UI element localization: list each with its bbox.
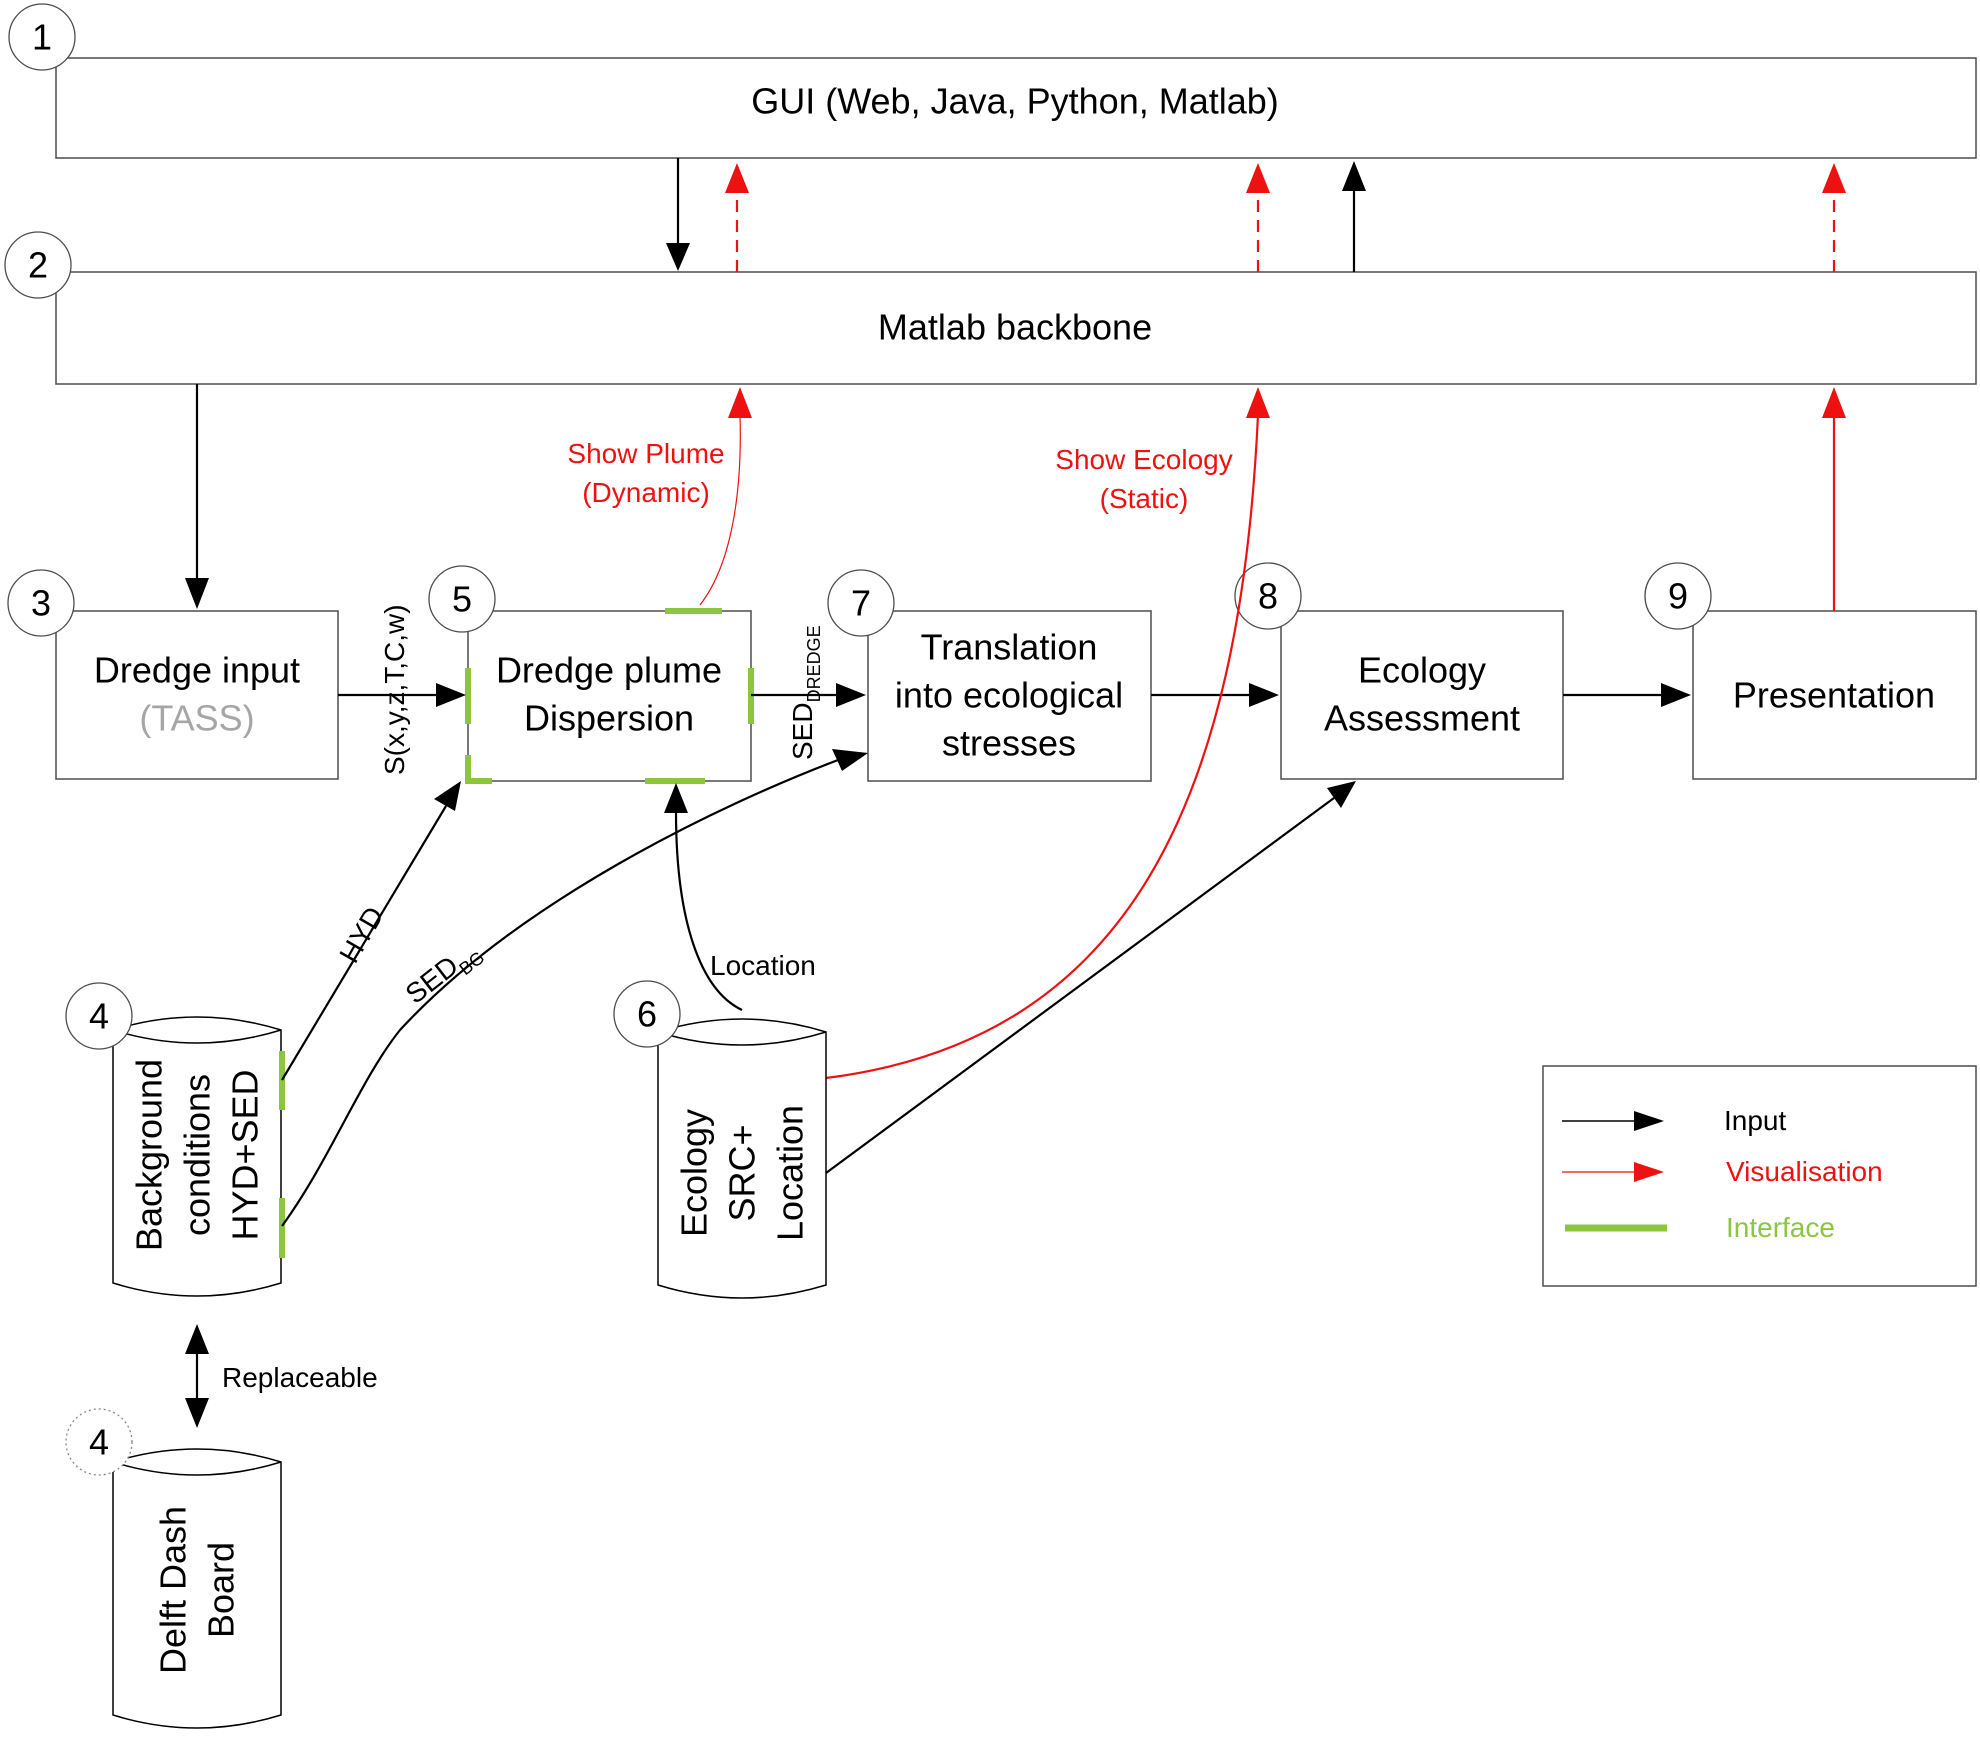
legend-interface-label: Interface bbox=[1726, 1212, 1835, 1243]
presentation-title: Presentation bbox=[1733, 675, 1935, 716]
ecology-src-node: Ecology SRC+ Location bbox=[657, 1018, 827, 1299]
badge-9: 9 bbox=[1644, 562, 1712, 630]
badge-1: 1 bbox=[8, 3, 76, 71]
legend-visualisation-label: Visualisation bbox=[1726, 1156, 1883, 1187]
badge-6: 6 bbox=[613, 980, 681, 1048]
backbone-node: Matlab backbone bbox=[55, 271, 1977, 385]
plume-title-1: Dredge plume bbox=[496, 650, 722, 691]
delft-title-1: Delft Dash bbox=[153, 1506, 194, 1674]
assessment-title-2: Assessment bbox=[1324, 698, 1520, 739]
assessment-node: Ecology Assessment bbox=[1280, 610, 1564, 780]
translation-title-3: stresses bbox=[942, 723, 1076, 764]
dredge-input-node: Dredge input (TASS) bbox=[55, 610, 339, 780]
plume-interfaces bbox=[465, 608, 754, 784]
badge-2: 2 bbox=[4, 231, 72, 299]
background-title-2: conditions bbox=[177, 1074, 218, 1236]
svg-text:4: 4 bbox=[89, 1422, 109, 1463]
assessment-title-1: Ecology bbox=[1358, 650, 1486, 691]
translation-title-2: into ecological bbox=[895, 675, 1123, 716]
gui-backbone-arrows bbox=[666, 158, 1846, 272]
background-title-1: Background bbox=[129, 1059, 170, 1251]
show-ecology-label-2: (Static) bbox=[1100, 483, 1189, 514]
badge-4-alt: 4 bbox=[65, 1408, 133, 1476]
svg-text:7: 7 bbox=[851, 583, 871, 624]
legend-input-label: Input bbox=[1724, 1105, 1786, 1136]
dredge-input-title: Dredge input bbox=[94, 650, 300, 691]
hyd-label: HYD bbox=[333, 901, 389, 968]
sed-bg-label: SEDBG bbox=[400, 934, 489, 1015]
sed-dredge-label: SEDDREDGE bbox=[787, 625, 824, 760]
background-conditions-node: Background conditions HYD+SED bbox=[112, 1016, 282, 1297]
delft-dashboard-node: Delft Dash Board bbox=[112, 1448, 282, 1729]
plume-node: Dredge plume Dispersion bbox=[467, 610, 752, 782]
ecology-src-title-2: SRC+ bbox=[722, 1124, 763, 1221]
presentation-node: Presentation bbox=[1692, 610, 1977, 780]
plume-title-2: Dispersion bbox=[524, 698, 694, 739]
delft-title-2: Board bbox=[201, 1542, 242, 1638]
source-label: S(x,y,z,T,C,w) bbox=[379, 604, 410, 775]
gui-node: GUI (Web, Java, Python, Matlab) bbox=[55, 57, 1977, 159]
translation-node: Translation into ecological stresses bbox=[867, 610, 1152, 782]
translation-title-1: Translation bbox=[921, 627, 1098, 668]
dredge-input-tool: (TASS) bbox=[139, 698, 254, 739]
backbone-label: Matlab backbone bbox=[878, 307, 1152, 348]
show-ecology-label-1: Show Ecology bbox=[1055, 444, 1232, 475]
svg-text:8: 8 bbox=[1258, 576, 1278, 617]
svg-text:4: 4 bbox=[89, 996, 109, 1037]
badge-8: 8 bbox=[1234, 562, 1302, 630]
badge-5: 5 bbox=[428, 565, 496, 633]
show-plume-label-2: (Dynamic) bbox=[582, 477, 710, 508]
svg-text:9: 9 bbox=[1668, 576, 1688, 617]
badge-7: 7 bbox=[827, 569, 895, 637]
svg-text:SEDBG: SEDBG bbox=[400, 934, 489, 1015]
svg-text:1: 1 bbox=[32, 17, 52, 58]
ecology-src-title-3: Location bbox=[770, 1105, 811, 1241]
svg-text:5: 5 bbox=[452, 579, 472, 620]
gui-label: GUI (Web, Java, Python, Matlab) bbox=[751, 81, 1279, 122]
legend: Input Visualisation Interface bbox=[1542, 1065, 1977, 1287]
svg-text:2: 2 bbox=[28, 245, 48, 286]
background-title-3: HYD+SED bbox=[225, 1069, 266, 1240]
svg-text:SEDDREDGE: SEDDREDGE bbox=[787, 625, 824, 760]
show-plume-label-1: Show Plume bbox=[567, 438, 724, 469]
svg-text:3: 3 bbox=[31, 583, 51, 624]
badge-3: 3 bbox=[7, 569, 75, 637]
badge-4: 4 bbox=[65, 982, 133, 1050]
location-label: Location bbox=[710, 950, 816, 981]
svg-text:6: 6 bbox=[637, 994, 657, 1035]
ecology-src-title-1: Ecology bbox=[674, 1109, 715, 1237]
replaceable-label: Replaceable bbox=[222, 1362, 378, 1393]
